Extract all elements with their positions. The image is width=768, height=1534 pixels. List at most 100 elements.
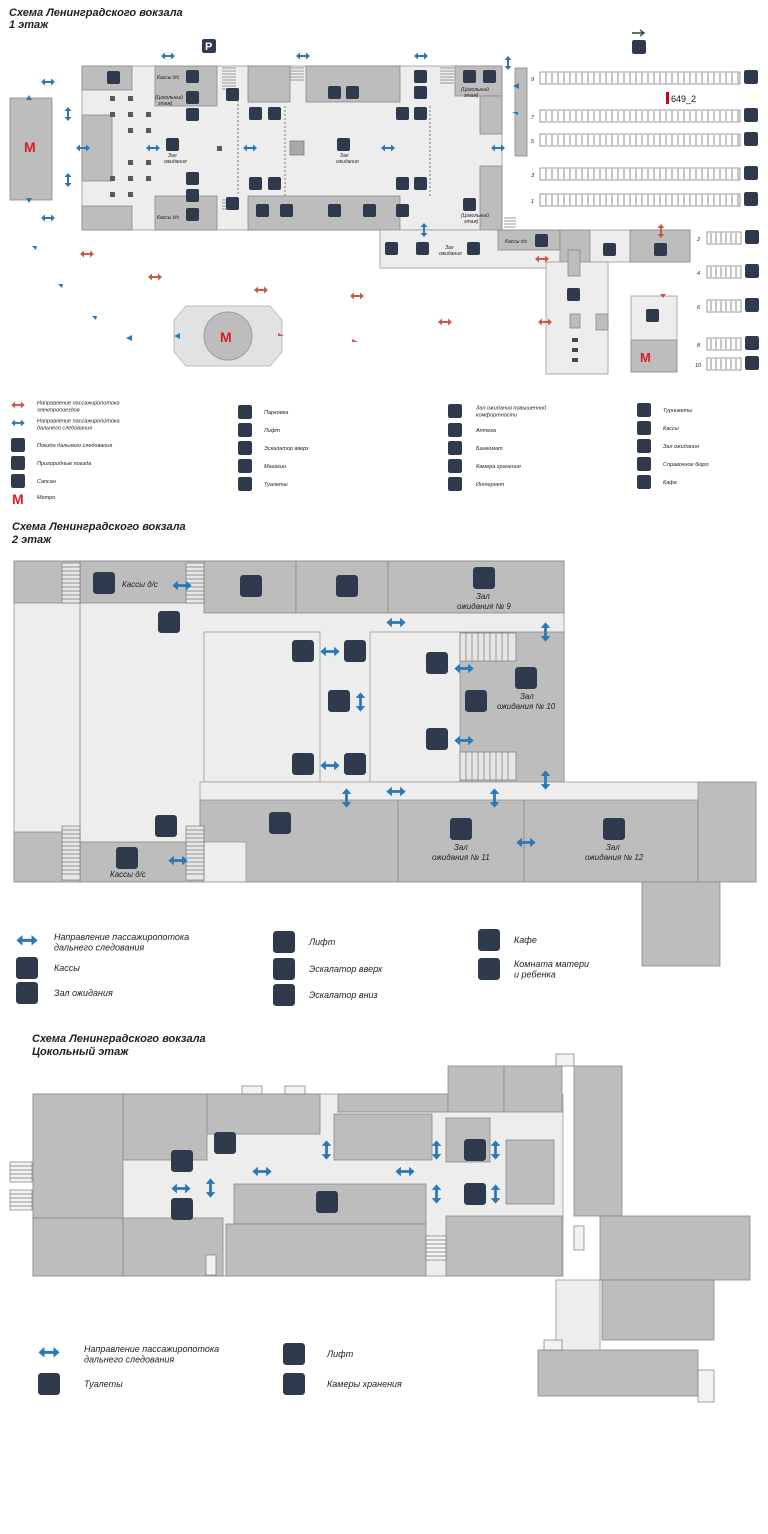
legend-item: Турникеты <box>637 403 692 417</box>
legend-item: Зал ожидания <box>16 982 113 1004</box>
legend-label: Камеры хранения <box>327 1379 402 1389</box>
internet-icon <box>448 477 462 491</box>
basement-title: Схема Ленинградского вокзала <box>32 1033 206 1045</box>
floor1-subtitle: 1 этаж <box>9 19 49 31</box>
legend-label: Интернет <box>476 482 505 488</box>
blue-double-arrow <box>11 419 25 427</box>
svg-text:этаж): этаж) <box>158 101 173 107</box>
marker-tag-label: 649_2 <box>671 94 696 104</box>
legend-item: Кассы <box>637 421 679 435</box>
legend-label: Метро <box>37 495 55 501</box>
svg-text:(Цокольный: (Цокольный <box>155 94 183 101</box>
svg-text:ожидания № 12: ожидания № 12 <box>585 853 644 862</box>
legend-label: Направление пассажиропотока <box>54 932 189 942</box>
metro-icon: M <box>12 491 24 507</box>
svg-text:3: 3 <box>531 173 535 179</box>
sapsan-icon <box>11 474 25 488</box>
legend-item: Кассы <box>16 957 80 979</box>
legend-label: Сапсан <box>37 479 56 485</box>
ticket-office-icon <box>16 957 38 979</box>
blue-double-arrow <box>38 1347 60 1358</box>
legend-label: Лифт <box>308 937 336 947</box>
legend-label: и ребенка <box>514 969 556 979</box>
legend-label: Кассы <box>54 963 80 973</box>
legend-item: Банкомат <box>448 441 503 455</box>
svg-text:P: P <box>205 41 212 53</box>
kassy-ds-label: Кассы д/с <box>157 215 180 221</box>
legend-item: Кафе <box>637 475 677 489</box>
floor2-title: Схема Ленинградского вокзала <box>12 521 186 533</box>
legend-label: Зал ожидания <box>54 988 113 998</box>
tracks-right <box>706 231 742 371</box>
legend-label: дальнего следования <box>54 942 144 952</box>
legend-item: Туалеты <box>38 1373 123 1395</box>
legend-label: Зал ожидания повышенной <box>476 404 546 411</box>
svg-text:Кассы п/с: Кассы п/с <box>505 239 528 245</box>
legend-item: Эскалатор вверх <box>273 958 383 980</box>
toilet-icon <box>38 1373 60 1395</box>
escalator-up-icon <box>238 441 252 455</box>
luggage-icon <box>283 1373 305 1395</box>
svg-text:2: 2 <box>696 237 700 243</box>
svg-text:ожидания: ожидания <box>439 251 462 257</box>
elevator-icon <box>273 931 295 953</box>
legend-label: Направление пассажиропотока <box>37 400 120 406</box>
parking-icon <box>238 405 252 419</box>
svg-text:Зал: Зал <box>445 245 454 251</box>
comfort-lounge-icon <box>448 404 462 418</box>
legend-label: Туалеты <box>84 1379 123 1389</box>
legend-item: Аптека <box>448 423 496 437</box>
svg-text:ожидания: ожидания <box>336 159 359 165</box>
legend-item: Поезда дальнего следования <box>11 438 112 452</box>
metro-entrance-left <box>9 97 53 201</box>
svg-text:(Цокольный: (Цокольный <box>461 86 489 93</box>
suburban-train-icon <box>11 456 25 470</box>
svg-text:8: 8 <box>697 343 701 349</box>
svg-text:10: 10 <box>695 363 702 369</box>
svg-text:Зал: Зал <box>454 843 468 852</box>
floor2-subtitle: 2 этаж <box>11 534 52 546</box>
turnstile-icon <box>637 403 651 417</box>
mother-child-icon <box>478 958 500 980</box>
cafe-icon <box>637 475 651 489</box>
legend-item: Парковка <box>238 405 288 419</box>
waiting-room-icon <box>637 439 651 453</box>
escalator-down-icon <box>273 984 295 1006</box>
luggage-icon <box>448 459 462 473</box>
floor2-section: Схема Ленинградского вокзала 2 этаж <box>11 521 757 1006</box>
waiting-room-icon <box>16 982 38 1004</box>
basement-subtitle: Цокольный этаж <box>32 1046 129 1058</box>
floor1-section: Схема Ленинградского вокзала 1 этаж M <box>9 7 759 507</box>
legend-label: Комната матери <box>514 959 589 969</box>
legend-item: Эскалатор вверх <box>238 441 309 455</box>
toilet-icon <box>238 477 252 491</box>
legend-item: Камеры хранения <box>283 1373 402 1395</box>
elevator-icon <box>283 1343 305 1365</box>
legend-label: Магазин <box>264 464 286 470</box>
svg-text:Зал: Зал <box>606 843 620 852</box>
shop-icon <box>238 459 252 473</box>
red-double-arrow <box>11 401 25 409</box>
svg-text:1: 1 <box>531 199 534 205</box>
basement-stairs <box>9 1053 715 1403</box>
legend-label: Камера хранения <box>476 464 521 470</box>
legend-label: Парковка <box>264 410 288 416</box>
kassy-label: Кассы д/с <box>122 580 158 589</box>
legend-label: Лифт <box>326 1349 354 1359</box>
kassy-label: Кассы д/с <box>110 870 146 879</box>
legend-label: Поезда дальнего следования <box>37 443 112 449</box>
kassy-ds-label: Кассы д/с <box>157 75 180 81</box>
legend-label: Кассы <box>663 426 679 432</box>
floor2-stairs <box>61 562 517 881</box>
long-distance-train-icon <box>11 438 25 452</box>
platform-numbers: 9 7 5 3 1 2 4 6 8 10 <box>531 77 702 369</box>
legend-item: Кафе <box>478 929 537 951</box>
legend-label: Эскалатор вверх <box>264 446 309 452</box>
legend-item: Зал ожидания <box>637 439 699 453</box>
